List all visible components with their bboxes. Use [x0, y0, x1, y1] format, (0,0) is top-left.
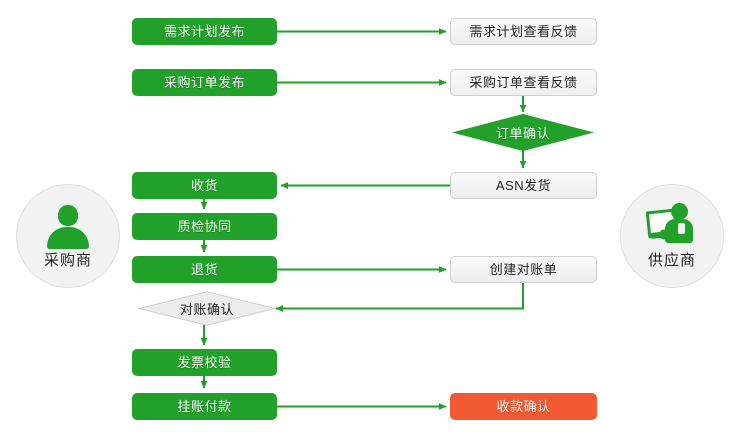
actor-buyer[interactable]: 采购商: [16, 184, 120, 288]
node-payable-payment[interactable]: 挂账付款: [132, 393, 277, 420]
node-label: 质检协同: [177, 219, 232, 234]
node-create-statement[interactable]: 创建对账单: [450, 256, 597, 283]
node-label: 退货: [190, 262, 218, 277]
node-statement-confirm[interactable]: 对账确认: [138, 291, 276, 326]
node-label: 收款确认: [496, 399, 551, 414]
diamond-shape: [452, 114, 594, 151]
node-label: 采购订单发布: [163, 75, 245, 90]
node-order-confirm[interactable]: 订单确认: [452, 114, 594, 151]
node-demand-plan-publish[interactable]: 需求计划发布: [132, 18, 277, 45]
node-demand-plan-review[interactable]: 需求计划查看反馈: [450, 18, 597, 45]
node-label: 收货: [190, 178, 218, 193]
person-at-monitor-icon: [645, 202, 697, 247]
node-label: 采购订单查看反馈: [469, 75, 578, 90]
node-purchase-order-review[interactable]: 采购订单查看反馈: [450, 69, 597, 96]
node-asn-shipment[interactable]: ASN发货: [450, 172, 597, 199]
node-payment-receipt-confirm[interactable]: 收款确认: [450, 393, 597, 420]
node-label: 需求计划查看反馈: [469, 24, 578, 39]
person-icon: [43, 203, 93, 249]
actor-buyer-label: 采购商: [43, 251, 92, 269]
node-label: 挂账付款: [177, 399, 232, 414]
node-label: 创建对账单: [489, 262, 558, 277]
node-goods-receipt[interactable]: 收货: [132, 172, 277, 199]
node-quality-inspection[interactable]: 质检协同: [132, 213, 277, 240]
edge-n10-n11: [275, 283, 524, 312]
diamond-shape: [138, 291, 276, 326]
node-invoice-verification[interactable]: 发票校验: [132, 349, 277, 376]
node-label: 发票校验: [177, 355, 232, 370]
actor-supplier-label: 供应商: [647, 251, 696, 269]
node-label: 需求计划发布: [163, 24, 245, 39]
node-purchase-order-publish[interactable]: 采购订单发布: [132, 69, 277, 96]
node-return-goods[interactable]: 退货: [132, 256, 277, 283]
node-label: ASN发货: [495, 178, 552, 193]
actor-supplier[interactable]: 供应商: [620, 184, 724, 288]
